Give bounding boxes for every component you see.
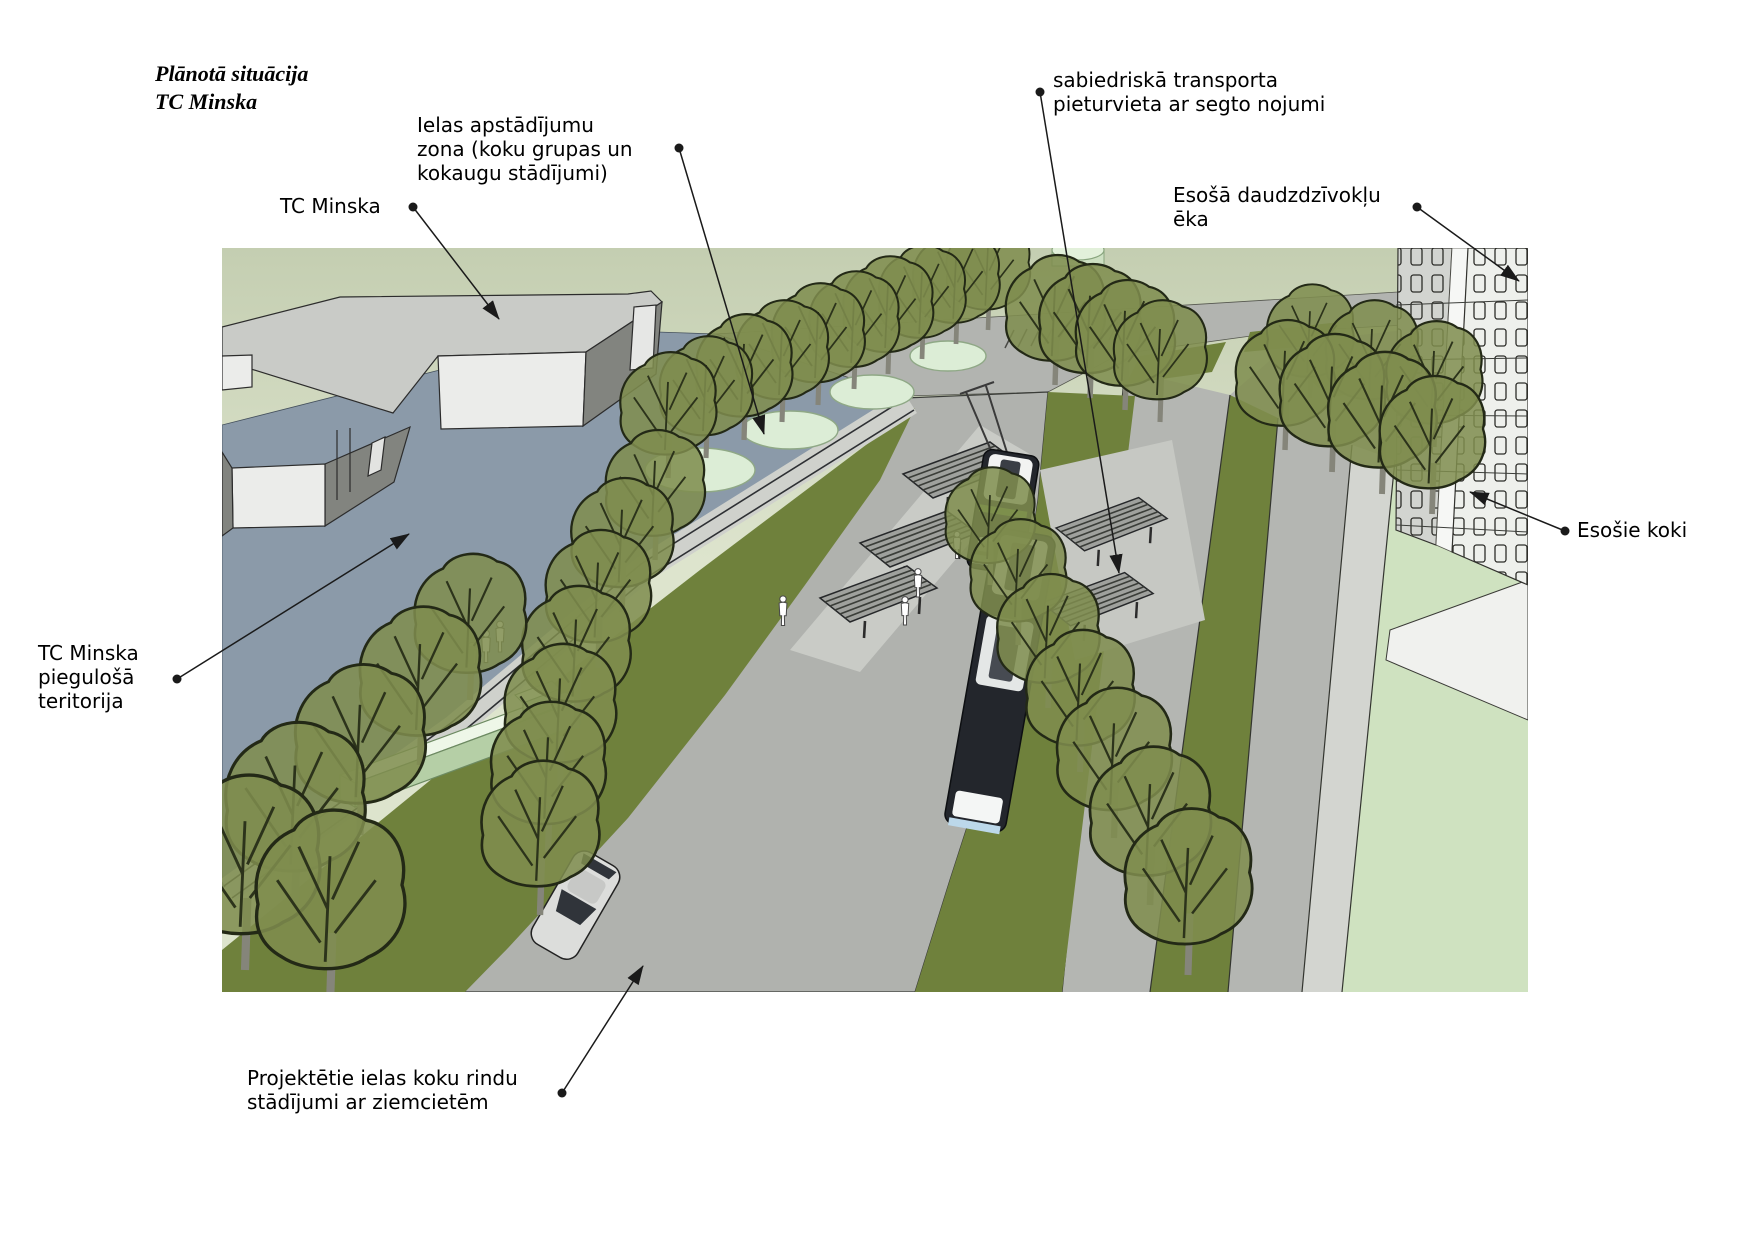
label-street-greenery-zone: Ielas apstādījumu zona (koku grupas un k… bbox=[417, 113, 633, 185]
leader-dots bbox=[172, 87, 1570, 1098]
page-title: Plānotā situācija TC Minska bbox=[155, 60, 308, 116]
page-title-line: TC Minska bbox=[155, 89, 258, 114]
car bbox=[530, 850, 621, 961]
leader-projektetie bbox=[561, 965, 644, 1094]
leader-eka bbox=[1416, 206, 1520, 282]
leader-tc-minska bbox=[412, 206, 500, 320]
leader-lines bbox=[172, 87, 1570, 1098]
leader-ielas bbox=[678, 147, 766, 435]
label-designed-tree-rows: Projektētie ielas koku rindu stādījumi a… bbox=[247, 1066, 518, 1114]
label-transport-stop: sabiedriskā transporta pieturvieta ar se… bbox=[1053, 68, 1326, 116]
label-tc-minska: TC Minska bbox=[280, 194, 381, 218]
tc-minska-building bbox=[222, 290, 663, 537]
leader-transports bbox=[1039, 91, 1123, 574]
page-title-line: Plānotā situācija bbox=[155, 61, 309, 86]
label-adjacent-territory: TC Minska piegulošā teritorija bbox=[38, 641, 139, 713]
label-apartment-building: Esošā daudzdzīvokļu ēka bbox=[1173, 183, 1381, 231]
leader-piegulosa bbox=[176, 533, 410, 680]
leader-esosie-koki bbox=[1469, 491, 1566, 532]
label-existing-trees: Esošie koki bbox=[1577, 518, 1688, 542]
render-area bbox=[222, 248, 1528, 992]
